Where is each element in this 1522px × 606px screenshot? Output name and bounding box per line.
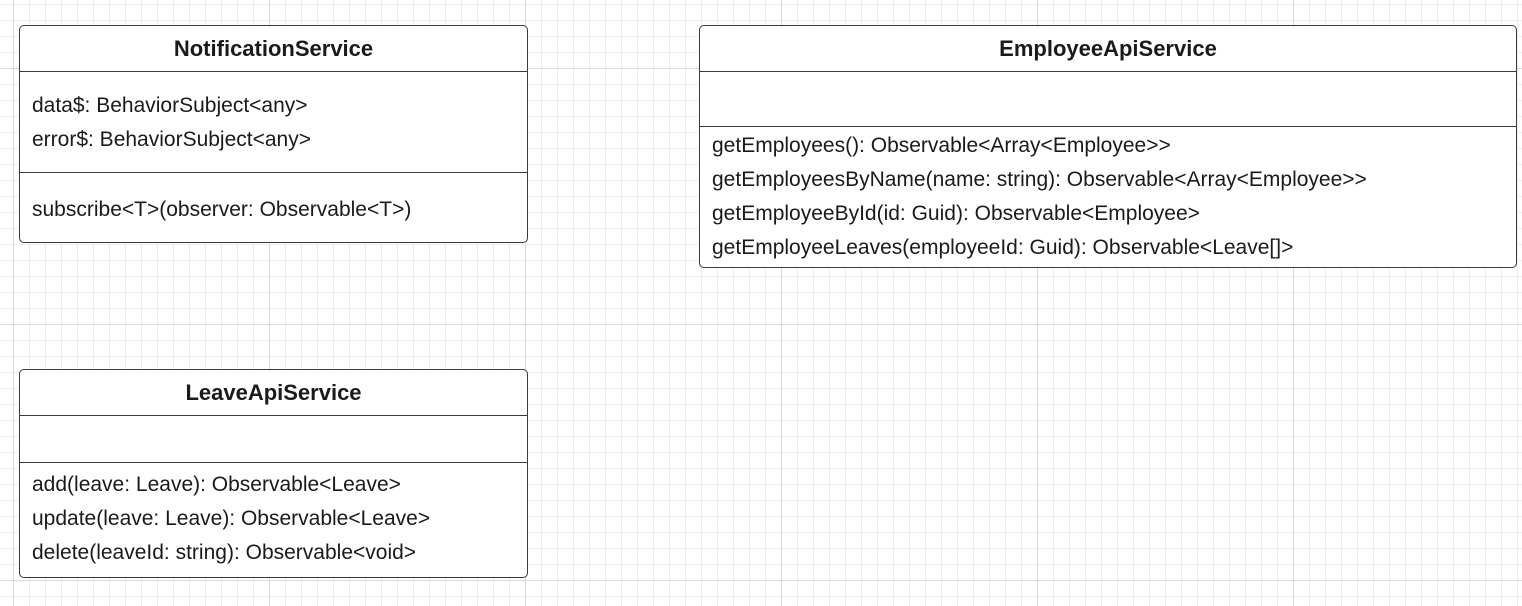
operations-compartment: subscribe<T>(observer: Observable<T>): [20, 173, 527, 227]
operation: delete(leaveId: string): Observable<void…: [32, 541, 417, 564]
operation: getEmployeeLeaves(employeeId: Guid): Obs…: [712, 236, 1294, 259]
attribute: error$: BehaviorSubject<any>: [32, 128, 311, 151]
class-name: EmployeeApiService: [700, 26, 1516, 72]
leave-api-service-class[interactable]: LeaveApiService add(leave: Leave): Obser…: [19, 369, 528, 578]
attributes-compartment: data$: BehaviorSubject<any> error$: Beha…: [20, 72, 527, 173]
attribute: data$: BehaviorSubject<any>: [32, 94, 308, 117]
attributes-compartment: [20, 416, 527, 463]
class-name: LeaveApiService: [20, 370, 527, 416]
operation: getEmployees(): Observable<Array<Employe…: [712, 134, 1171, 157]
class-name: NotificationService: [20, 26, 527, 72]
attributes-compartment: [700, 72, 1516, 127]
operations-compartment: getEmployees(): Observable<Array<Employe…: [700, 127, 1516, 265]
operation: getEmployeeById(id: Guid): Observable<Em…: [712, 202, 1200, 225]
operation: update(leave: Leave): Observable<Leave>: [32, 507, 431, 530]
operations-compartment: add(leave: Leave): Observable<Leave> upd…: [20, 463, 527, 570]
operation: add(leave: Leave): Observable<Leave>: [32, 473, 401, 496]
operation: getEmployeesByName(name: string): Observ…: [712, 168, 1367, 191]
employee-api-service-class[interactable]: EmployeeApiService getEmployees(): Obser…: [699, 25, 1517, 268]
notification-service-class[interactable]: NotificationService data$: BehaviorSubje…: [19, 25, 528, 243]
operation: subscribe<T>(observer: Observable<T>): [32, 198, 412, 221]
